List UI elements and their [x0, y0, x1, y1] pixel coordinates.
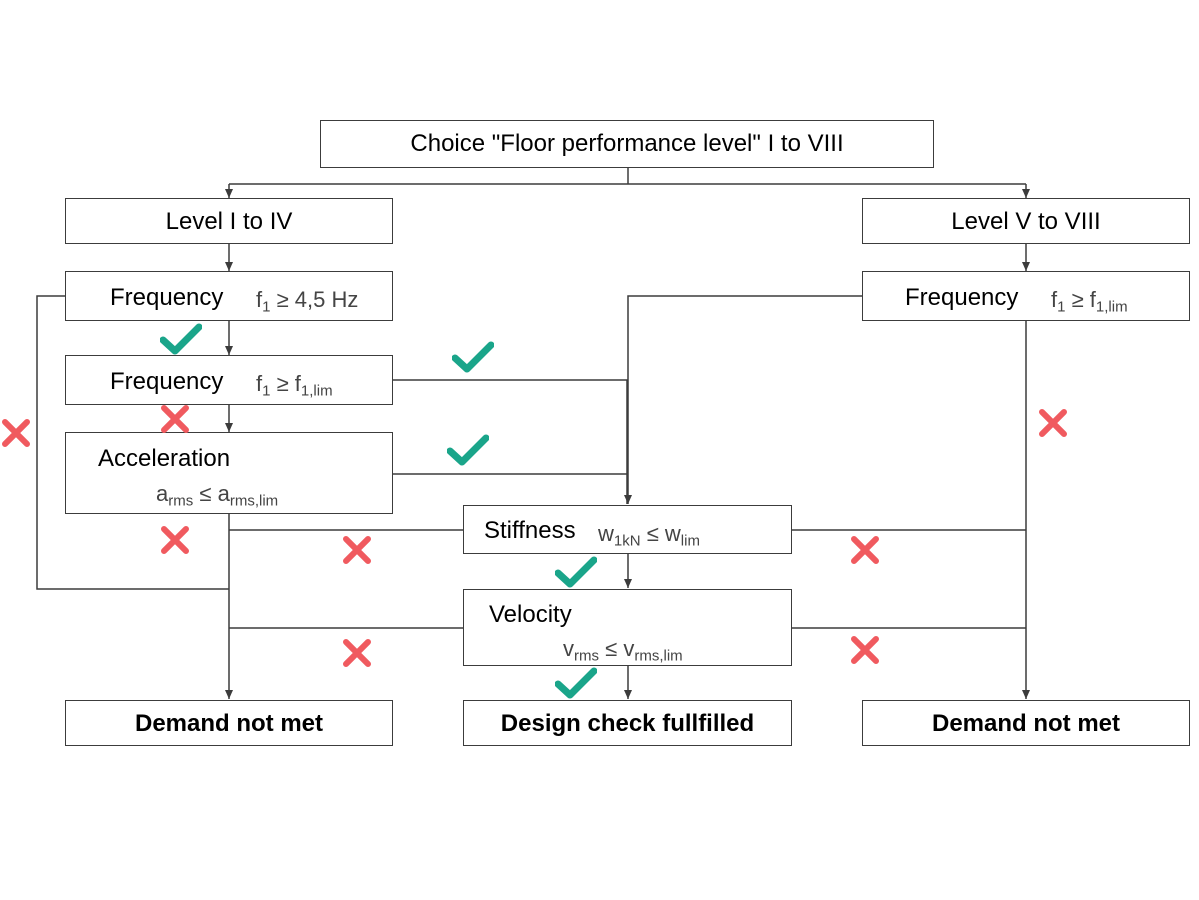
frequency-lim-formula: f1 ≥ f1,lim	[256, 371, 333, 400]
cross-icon	[343, 536, 371, 564]
acceleration-label: Acceleration	[98, 445, 231, 472]
level-v-viii-box: Level V to VIII	[862, 198, 1190, 244]
outcome-left-box: Demand not met	[65, 700, 393, 746]
frequency-right-label: Frequency	[905, 284, 1019, 311]
frequency-min-label: Frequency	[110, 284, 224, 311]
stiffness-formula: w1kN ≤ wlim	[598, 521, 700, 550]
check-icon	[555, 667, 597, 699]
acceleration-box: Acceleration arms ≤ arms,lim	[65, 432, 393, 514]
level-i-iv-label: Level I to IV	[165, 208, 293, 235]
cross-icon	[161, 405, 189, 433]
velocity-formula: vrms ≤ vrms,lim	[563, 636, 683, 665]
velocity-label: Velocity	[489, 601, 572, 628]
outcome-left-label: Demand not met	[134, 710, 323, 737]
frequency-right-box: Frequency f1 ≥ f1,lim	[862, 271, 1190, 321]
frequency-lim-label: Frequency	[110, 368, 224, 395]
velocity-box: Velocity vrms ≤ vrms,lim	[463, 589, 792, 666]
check-icon	[447, 434, 489, 466]
frequency-lim-box: Frequency f1 ≥ f1,lim	[65, 355, 393, 405]
stiffness-label: Stiffness	[484, 517, 576, 544]
choice-box: Choice "Floor performance level" I to VI…	[320, 120, 934, 168]
cross-icon	[1039, 409, 1067, 437]
frequency-min-formula: f1 ≥ 4,5 Hz	[256, 287, 359, 316]
frequency-min-box: Frequency f1 ≥ 4,5 Hz	[65, 271, 393, 321]
stiffness-box: Stiffness w1kN ≤ wlim	[463, 505, 792, 554]
outcome-middle-box: Design check fullfilled	[463, 700, 792, 746]
outcome-right-label: Demand not met	[931, 710, 1120, 737]
choice-label: Choice "Floor performance level" I to VI…	[410, 130, 844, 157]
cross-icon	[343, 639, 371, 667]
acceleration-formula: arms ≤ arms,lim	[156, 481, 279, 510]
cross-icon	[161, 526, 189, 554]
level-i-iv-box: Level I to IV	[65, 198, 393, 244]
cross-icon	[851, 636, 879, 664]
cross-icon	[851, 536, 879, 564]
check-icon	[555, 556, 597, 588]
level-v-viii-label: Level V to VIII	[951, 208, 1101, 235]
check-icon	[160, 323, 202, 355]
outcome-middle-label: Design check fullfilled	[500, 710, 755, 737]
frequency-right-formula: f1 ≥ f1,lim	[1051, 287, 1128, 316]
cross-icon	[2, 419, 30, 447]
check-icon	[452, 341, 494, 373]
outcome-right-box: Demand not met	[862, 700, 1190, 746]
